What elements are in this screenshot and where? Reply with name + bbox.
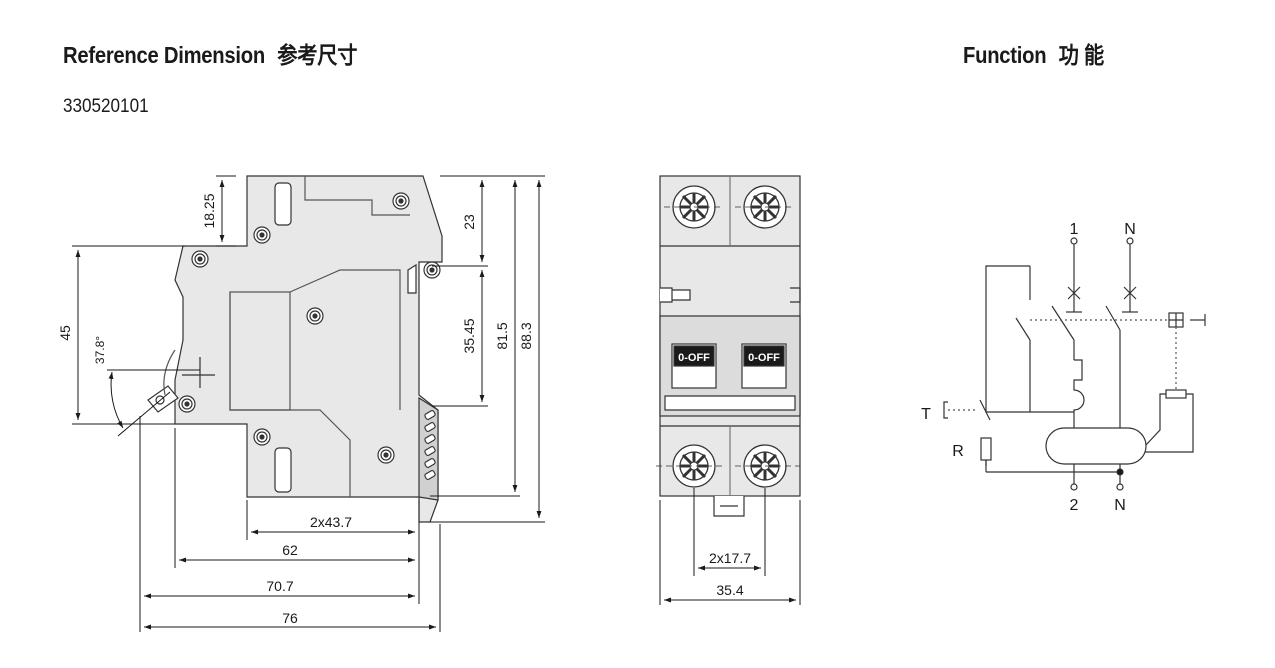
front-view (656, 175, 801, 517)
dim-70-7: 70.7 (266, 578, 293, 594)
reference-title-cn: 参考尺寸 (277, 42, 358, 68)
screw-icon (377, 446, 395, 464)
switch-left (671, 343, 717, 389)
switch-label-right: 0-OFF (748, 352, 780, 364)
switch-label-left: 0-OFF (678, 352, 710, 364)
terminal-label-n-bottom: N (1114, 497, 1126, 514)
page-title: Reference Dimension 参考尺寸 (63, 36, 357, 70)
dim-18-25: 18.25 (201, 193, 217, 228)
function-diagram (943, 237, 1206, 491)
dim-2x17-7: 2x17.7 (709, 550, 751, 566)
screw-icon (253, 428, 271, 446)
resistor-label: R (952, 443, 964, 460)
dim-35-4: 35.4 (716, 582, 743, 598)
side-view (147, 175, 443, 523)
terminal-label-n-top: N (1124, 221, 1136, 238)
dim-88-3: 88.3 (518, 322, 534, 349)
screw-icon (178, 395, 196, 413)
dim-2x43-7: 2x43.7 (310, 514, 352, 530)
dim-76: 76 (282, 610, 298, 626)
screw-icon (423, 261, 441, 279)
dim-35-45: 35.45 (461, 318, 477, 353)
dim-45: 45 (57, 325, 73, 341)
reference-title: Reference Dimension (63, 42, 265, 68)
dim-62: 62 (282, 542, 298, 558)
dim-23: 23 (461, 214, 477, 230)
function-title-cn: 功 能 (1058, 42, 1105, 68)
screw-icon (191, 250, 209, 268)
function-title: Function (963, 42, 1047, 68)
part-number: 330520101 (63, 96, 149, 117)
front-view-dimensions (659, 488, 801, 605)
screw-icon (392, 192, 410, 210)
test-label: T (921, 406, 931, 423)
side-view-dimensions (72, 175, 545, 632)
terminal-label-1: 1 (1070, 221, 1079, 238)
screw-icon (306, 307, 324, 325)
dim-81-5: 81.5 (494, 322, 510, 349)
screw-icon (253, 226, 271, 244)
terminal-label-2: 2 (1070, 497, 1079, 514)
switch-right (741, 343, 787, 389)
din-clip (418, 396, 439, 501)
toggle-handle (147, 349, 179, 413)
dim-angle: 37.8° (93, 336, 107, 364)
function-heading: Function 功 能 (963, 36, 1104, 70)
